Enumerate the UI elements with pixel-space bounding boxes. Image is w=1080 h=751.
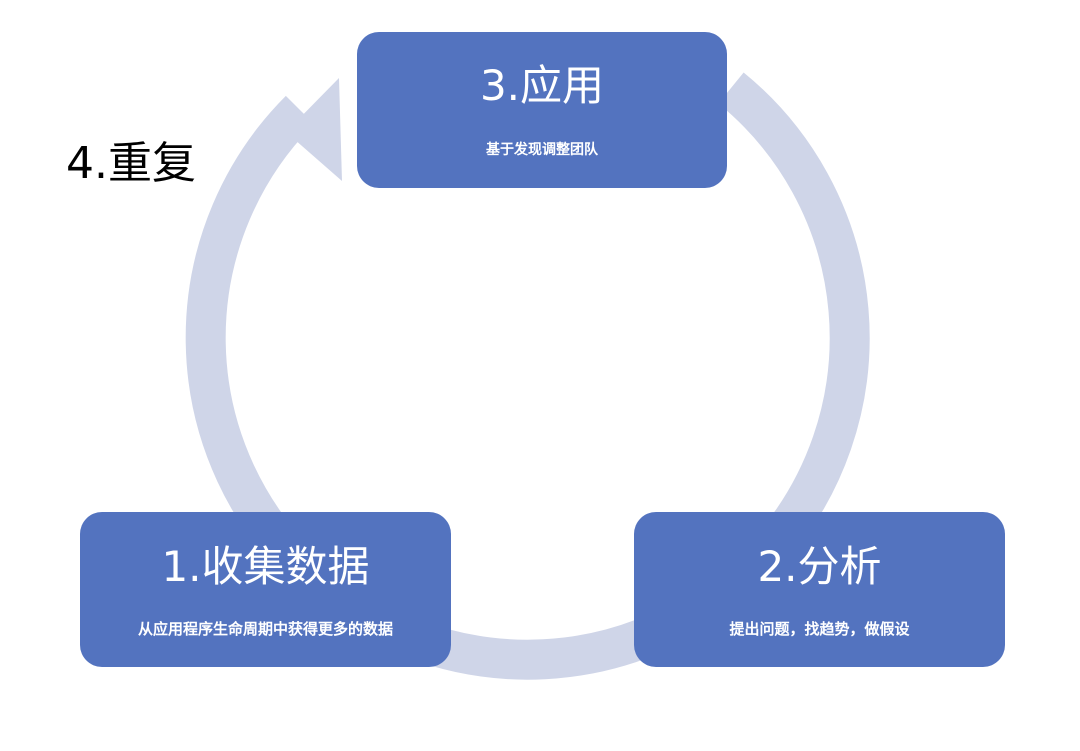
step-collect-description: 从应用程序生命周期中获得更多的数据 [137, 620, 393, 638]
step-analyze-box: 2.分析 提出问题，找趋势，做假设 [634, 512, 1005, 667]
step-apply-description: 基于发现调整团队 [486, 142, 598, 158]
repeat-label: 4.重复 [66, 138, 196, 189]
cycle-arrowhead [286, 78, 342, 181]
step-apply-box: 3.应用 基于发现调整团队 [357, 32, 727, 188]
step-analyze-description: 提出问题，找趋势，做假设 [729, 620, 910, 638]
step-analyze-title: 2.分析 [757, 542, 882, 591]
step-apply-title: 3.应用 [479, 61, 605, 110]
step-collect-box: 1.收集数据 从应用程序生命周期中获得更多的数据 [80, 512, 451, 667]
step-collect-title: 1.收集数据 [161, 542, 370, 591]
cycle-arrow-band [185, 72, 870, 680]
